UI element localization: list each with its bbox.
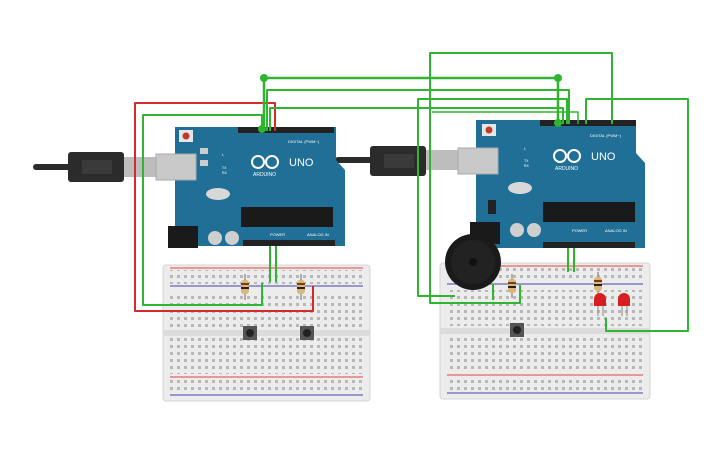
board-brand-label: ARDUINO	[555, 166, 578, 172]
analog-header-label: ANALOG IN	[307, 232, 329, 237]
buzzer[interactable]	[445, 234, 501, 290]
wire-green-right-3[interactable]	[585, 98, 689, 332]
wire-green-power-left[interactable]	[269, 246, 277, 282]
usb-cable-left	[33, 152, 157, 182]
led-red-1[interactable]	[594, 293, 606, 316]
board-brand-label: ARDUINO	[253, 172, 276, 178]
led-red-2[interactable]	[618, 293, 630, 316]
l-label: L	[524, 147, 526, 151]
wire-junction	[554, 119, 562, 127]
resistor-left-2[interactable]	[297, 274, 305, 300]
wire-junction	[554, 74, 562, 82]
tx-label: TX	[222, 166, 227, 170]
arduino-left[interactable]: UNO ARDUINO DIGITAL (PWM~) POWER ANALOG …	[155, 127, 345, 248]
wire-green-left-1[interactable]	[142, 114, 263, 306]
power-header-label: POWER	[270, 232, 285, 237]
wire-junction	[260, 74, 268, 82]
wire-green-right-outer[interactable]	[429, 52, 613, 304]
pushbutton-left-1[interactable]	[243, 326, 257, 340]
board-model-label: UNO	[591, 151, 616, 163]
usb-cable-right	[335, 146, 459, 176]
digital-header-label: DIGITAL (PWM~)	[288, 139, 320, 144]
rx-label: RX	[222, 171, 228, 175]
l-label: L	[222, 153, 224, 157]
wire-junction	[258, 125, 266, 133]
tx-label: TX	[524, 159, 529, 163]
arduino-right[interactable]: UNO ARDUINO DIGITAL (PWM~) POWER ANALOG …	[457, 120, 645, 248]
resistor-left-1[interactable]	[241, 274, 249, 300]
pushbutton-left-2[interactable]	[300, 326, 314, 340]
arduino-logo-icon	[553, 149, 581, 163]
resistor-right-1[interactable]	[508, 274, 516, 298]
breadboard-left[interactable]	[162, 264, 371, 402]
wire-green-right-2[interactable]	[417, 98, 568, 297]
resistor-right-2[interactable]	[594, 272, 602, 296]
wire-green-bridge-top[interactable]	[262, 76, 560, 131]
arduino-logo-icon	[251, 155, 279, 169]
wire-green-right-4[interactable]	[432, 111, 579, 124]
wire-green-power-right[interactable]	[567, 248, 575, 272]
wires	[134, 52, 689, 332]
wire-green-bridge-3[interactable]	[269, 107, 564, 131]
power-header-label: POWER	[572, 228, 587, 233]
wire-green-bridge-2[interactable]	[266, 89, 570, 131]
pushbutton-right[interactable]	[510, 323, 524, 337]
digital-header-label: DIGITAL (PWM~)	[590, 133, 622, 138]
analog-header-label: ANALOG IN	[605, 228, 627, 233]
board-model-label: UNO	[289, 157, 314, 169]
rx-label: RX	[524, 164, 530, 168]
